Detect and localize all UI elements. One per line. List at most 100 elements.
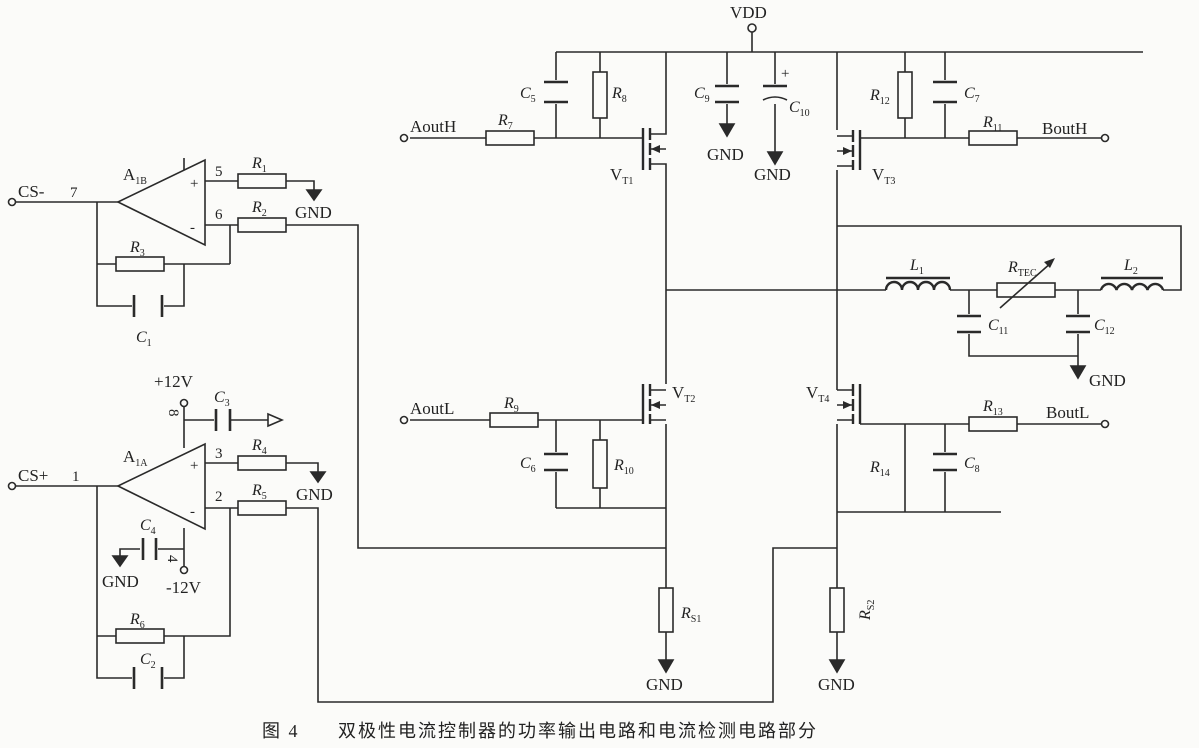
resistor-r6 (115, 628, 165, 644)
resistors (115, 71, 1056, 644)
svg-text:L2: L2 (1123, 257, 1138, 277)
opamp-a1b (116, 158, 206, 247)
inductors (884, 276, 1165, 291)
terminal-vdd (747, 23, 757, 33)
mosfet-vt2 (641, 384, 666, 424)
figure-caption: 双极性电流控制器的功率输出电路和电流检测电路部分 (338, 721, 818, 741)
capacitor-c9 (715, 84, 739, 104)
resistor-r2 (237, 217, 287, 233)
svg-text:6: 6 (215, 207, 223, 223)
capacitor-c7 (933, 80, 957, 104)
capacitor-c11 (957, 314, 981, 334)
capacitor-c8 (933, 452, 957, 472)
gnd-icon-rs1 (657, 659, 675, 674)
capacitors (132, 80, 1090, 689)
terminal-minus12v (179, 565, 189, 575)
cs-plus-label: CS+ (18, 466, 48, 485)
svg-text:VT4: VT4 (806, 383, 829, 405)
svg-text:8: 8 (165, 409, 181, 417)
svg-text:L1: L1 (909, 257, 924, 277)
svg-text:R10: R10 (613, 457, 634, 477)
svg-text:R14: R14 (869, 459, 890, 479)
svg-text:R11: R11 (982, 114, 1002, 134)
mosfet-vt3 (837, 130, 862, 170)
svg-text:+: + (190, 458, 198, 474)
capacitor-c5 (544, 80, 568, 104)
svg-text:R9: R9 (503, 395, 519, 415)
resistor-r9 (489, 412, 539, 428)
svg-text:RS2: RS2 (857, 600, 877, 621)
terminals (7, 23, 1110, 575)
terminal-plus12v (179, 398, 189, 408)
gnd-icon-c4 (111, 555, 129, 568)
gnd-icon-c9 (718, 123, 736, 138)
resistor-r3 (115, 256, 165, 272)
gnd-label-c9: GND (707, 145, 744, 164)
mosfet-vt4 (837, 384, 862, 424)
capacitor-c1 (132, 295, 164, 317)
svg-text:R2: R2 (251, 199, 267, 219)
boutl-label: BoutL (1046, 403, 1089, 422)
inductor-l1 (884, 280, 952, 291)
inductor-l2 (1099, 282, 1165, 291)
svg-text:R3: R3 (129, 239, 145, 259)
svg-text:R4: R4 (251, 437, 267, 457)
svg-text:C7: C7 (964, 85, 980, 105)
resistor-r7 (485, 130, 535, 146)
gnd-label-rs1: GND (646, 675, 683, 694)
svg-text:R6: R6 (129, 611, 145, 631)
bouth-label: BoutH (1042, 119, 1087, 138)
svg-text:A1A: A1A (123, 447, 148, 469)
gnd-label-rs2: GND (818, 675, 855, 694)
svg-text:C3: C3 (214, 389, 230, 409)
svg-text:C2: C2 (140, 651, 156, 671)
svg-text:R12: R12 (869, 87, 890, 107)
svg-text:VT1: VT1 (610, 165, 633, 187)
labels: VDD CS- CS+ AoutH AoutL BoutH BoutL +12V… (18, 3, 1138, 741)
aouth-label: AoutH (410, 117, 456, 136)
terminal-aoutl (399, 415, 409, 425)
plus12v-label: +12V (154, 372, 194, 391)
svg-text:R5: R5 (251, 482, 267, 502)
gnd-icon-a1b (305, 189, 323, 202)
capacitor-c12 (1066, 314, 1090, 334)
gnd-label-a1b: GND (295, 203, 332, 222)
resistor-rtec (996, 282, 1056, 298)
mosfet-vt1 (641, 128, 667, 170)
gnd-label-c4: GND (102, 572, 139, 591)
gnd-icon-rs2 (828, 659, 846, 674)
terminal-aouth (399, 133, 409, 143)
svg-text:C10: C10 (789, 99, 810, 119)
svg-text:5: 5 (215, 164, 223, 180)
svg-text:C12: C12 (1094, 317, 1115, 337)
svg-text:VT2: VT2 (672, 383, 695, 405)
svg-text:3: 3 (215, 446, 223, 462)
svg-text:VT3: VT3 (872, 165, 895, 187)
svg-text:R1: R1 (251, 155, 267, 175)
svg-text:C6: C6 (520, 455, 536, 475)
resistor-r11 (968, 130, 1018, 146)
resistor-r4 (237, 455, 287, 471)
resistor-r13 (968, 416, 1018, 432)
vdd-label: VDD (730, 3, 767, 22)
gnd-icon-c12 (1069, 365, 1087, 380)
svg-text:C8: C8 (964, 455, 980, 475)
svg-text:2: 2 (215, 489, 223, 505)
resistor-r1 (237, 173, 287, 189)
svg-text:R8: R8 (611, 85, 627, 105)
svg-text:C1: C1 (136, 329, 152, 349)
rtec-variable-arrow (999, 261, 1053, 309)
svg-text:-: - (190, 504, 195, 520)
svg-text:C11: C11 (988, 317, 1008, 337)
resistor-r8 (592, 71, 608, 119)
svg-text:RTEC: RTEC (1007, 259, 1037, 279)
resistor-rs1 (658, 587, 674, 633)
svg-text:C5: C5 (520, 85, 536, 105)
aoutl-label: AoutL (410, 399, 454, 418)
gnd-label-c12: GND (1089, 371, 1126, 390)
capacitor-c2 (132, 667, 164, 689)
figure-number: 图 4 (262, 721, 300, 741)
svg-text:+: + (190, 176, 198, 192)
